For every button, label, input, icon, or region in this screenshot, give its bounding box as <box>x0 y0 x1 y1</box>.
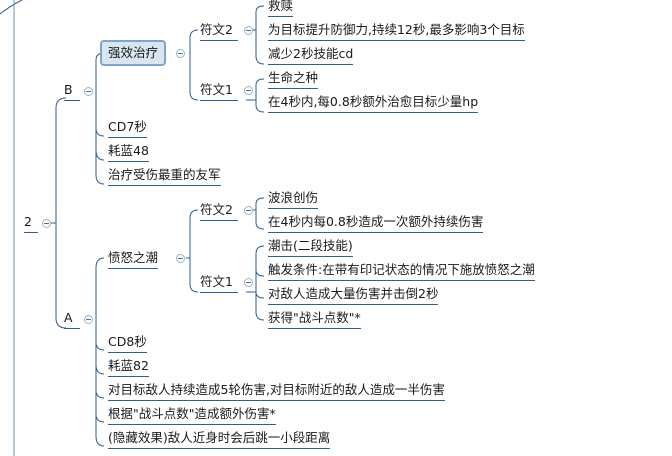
collapse-skill-b-icon[interactable] <box>176 49 185 58</box>
b-cost-node[interactable]: 耗蓝48 <box>108 143 149 162</box>
b-rune1-node[interactable]: 符文1 <box>200 82 238 101</box>
a-rune1-item-2[interactable]: 触发条件:在带有印记状态的情况下施放愤怒之潮 <box>268 262 535 281</box>
a-rune2-node[interactable]: 符文2 <box>200 202 238 221</box>
b-rune2-item-1[interactable]: 救赎 <box>268 0 294 17</box>
b-rune1-item-2[interactable]: 在4秒内,每0.8秒额外治愈目标少量hp <box>268 94 479 113</box>
root-node[interactable]: 2 <box>24 214 38 233</box>
a-desc3-node[interactable]: (隐藏效果)敌人近身时会后跳一小段距离 <box>108 430 331 449</box>
a-cost-node[interactable]: 耗蓝82 <box>108 358 149 377</box>
collapse-b-icon[interactable] <box>84 87 93 96</box>
skill-b-node[interactable]: 强效治疗 <box>100 40 167 66</box>
collapse-b-rune2-icon[interactable] <box>244 26 253 35</box>
collapse-root-icon[interactable] <box>42 219 51 228</box>
branch-b-node[interactable]: B <box>64 82 80 101</box>
a-rune1-item-4[interactable]: 获得"战斗点数"* <box>268 310 361 329</box>
branch-a-node[interactable]: A <box>64 310 80 329</box>
b-rune1-item-1[interactable]: 生命之种 <box>268 70 319 89</box>
a-rune1-item-1[interactable]: 潮击(二段技能) <box>268 238 353 257</box>
b-desc-node[interactable]: 治疗受伤最重的友军 <box>108 167 221 186</box>
a-rune1-node[interactable]: 符文1 <box>200 274 238 293</box>
a-cd-node[interactable]: CD8秒 <box>108 334 147 353</box>
a-desc1-node[interactable]: 对目标敌人持续造成5轮伤害,对目标附近的敌人造成一半伤害 <box>108 382 445 401</box>
collapse-skill-a-icon[interactable] <box>176 254 185 263</box>
b-rune2-item-2[interactable]: 为目标提升防御力,持续12秒,最多影响3个目标 <box>268 22 525 41</box>
collapse-b-rune1-icon[interactable] <box>244 86 253 95</box>
a-rune2-item-1[interactable]: 波浪创伤 <box>268 190 319 209</box>
b-rune2-node[interactable]: 符文2 <box>200 22 238 41</box>
skill-a-node[interactable]: 愤怒之潮 <box>108 250 159 269</box>
a-desc2-node[interactable]: 根据"战斗点数"造成额外伤害* <box>108 406 276 425</box>
b-rune2-item-3[interactable]: 减少2秒技能cd <box>268 46 354 65</box>
collapse-a-rune2-icon[interactable] <box>244 206 253 215</box>
b-cd-node[interactable]: CD7秒 <box>108 119 147 138</box>
collapse-a-icon[interactable] <box>84 315 93 324</box>
a-rune1-item-3[interactable]: 对敌人造成大量伤害并击倒2秒 <box>268 286 439 305</box>
a-rune2-item-2[interactable]: 在4秒内每0.8秒造成一次额外持续伤害 <box>268 214 484 233</box>
collapse-a-rune1-icon[interactable] <box>244 278 253 287</box>
